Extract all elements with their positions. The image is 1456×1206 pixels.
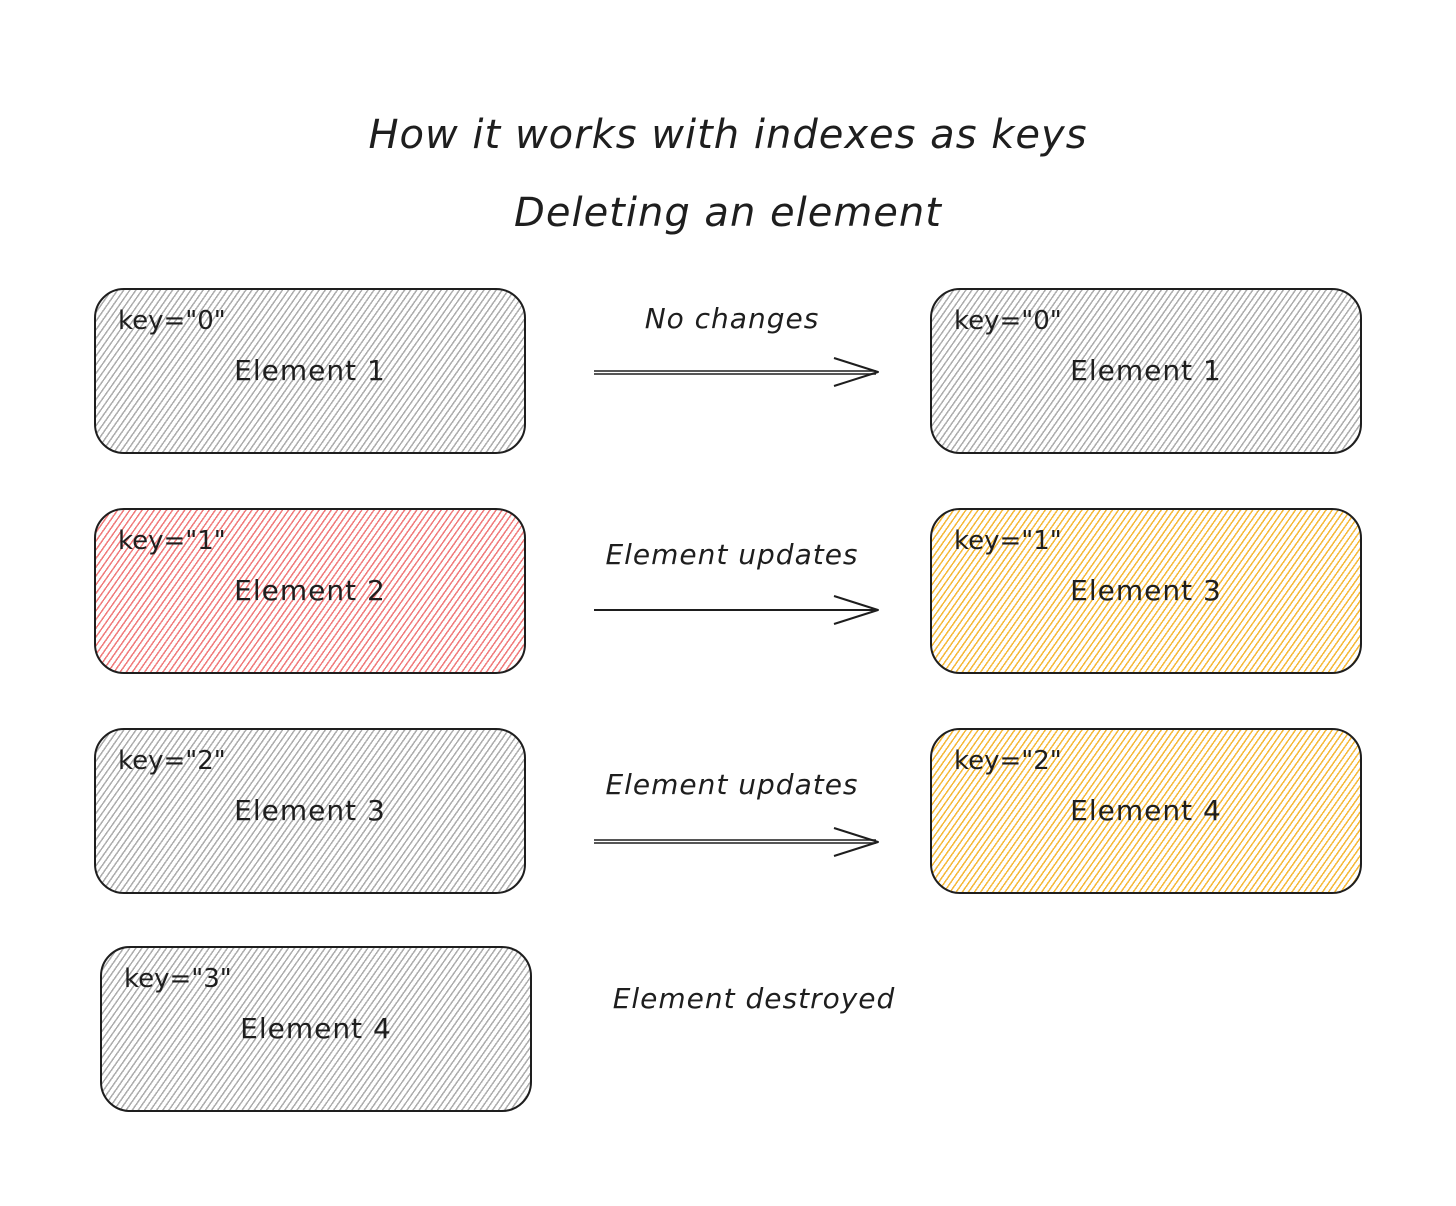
left-box-3: key="2" Element 3 bbox=[94, 728, 526, 894]
left-box-1: key="0" Element 1 bbox=[94, 288, 526, 454]
arrow-right-icon bbox=[594, 827, 879, 857]
key-label: key="1" bbox=[118, 526, 226, 556]
transition-label-2: Element updates bbox=[605, 538, 859, 571]
element-label: Element 3 bbox=[1070, 574, 1222, 607]
transition-label-3: Element updates bbox=[605, 768, 859, 801]
diagram-title: How it works with indexes as keys bbox=[368, 112, 1088, 158]
diagram-subtitle: Deleting an element bbox=[514, 190, 942, 236]
transition-label-1: No changes bbox=[644, 302, 820, 335]
transition-label-4: Element destroyed bbox=[612, 982, 896, 1015]
element-label: Element 1 bbox=[234, 354, 386, 387]
arrow-right-icon bbox=[594, 595, 879, 625]
element-label: Element 4 bbox=[240, 1012, 392, 1045]
arrow-right-icon bbox=[594, 357, 879, 387]
left-box-4: key="3" Element 4 bbox=[100, 946, 532, 1112]
right-box-2: key="1" Element 3 bbox=[930, 508, 1362, 674]
key-label: key="2" bbox=[954, 746, 1062, 776]
right-box-1: key="0" Element 1 bbox=[930, 288, 1362, 454]
element-label: Element 1 bbox=[1070, 354, 1222, 387]
element-label: Element 2 bbox=[234, 574, 386, 607]
key-label: key="2" bbox=[118, 746, 226, 776]
key-label: key="3" bbox=[124, 964, 232, 994]
element-label: Element 4 bbox=[1070, 794, 1222, 827]
key-label: key="1" bbox=[954, 526, 1062, 556]
right-box-3: key="2" Element 4 bbox=[930, 728, 1362, 894]
element-label: Element 3 bbox=[234, 794, 386, 827]
key-label: key="0" bbox=[118, 306, 226, 336]
left-box-2: key="1" Element 2 bbox=[94, 508, 526, 674]
key-label: key="0" bbox=[954, 306, 1062, 336]
